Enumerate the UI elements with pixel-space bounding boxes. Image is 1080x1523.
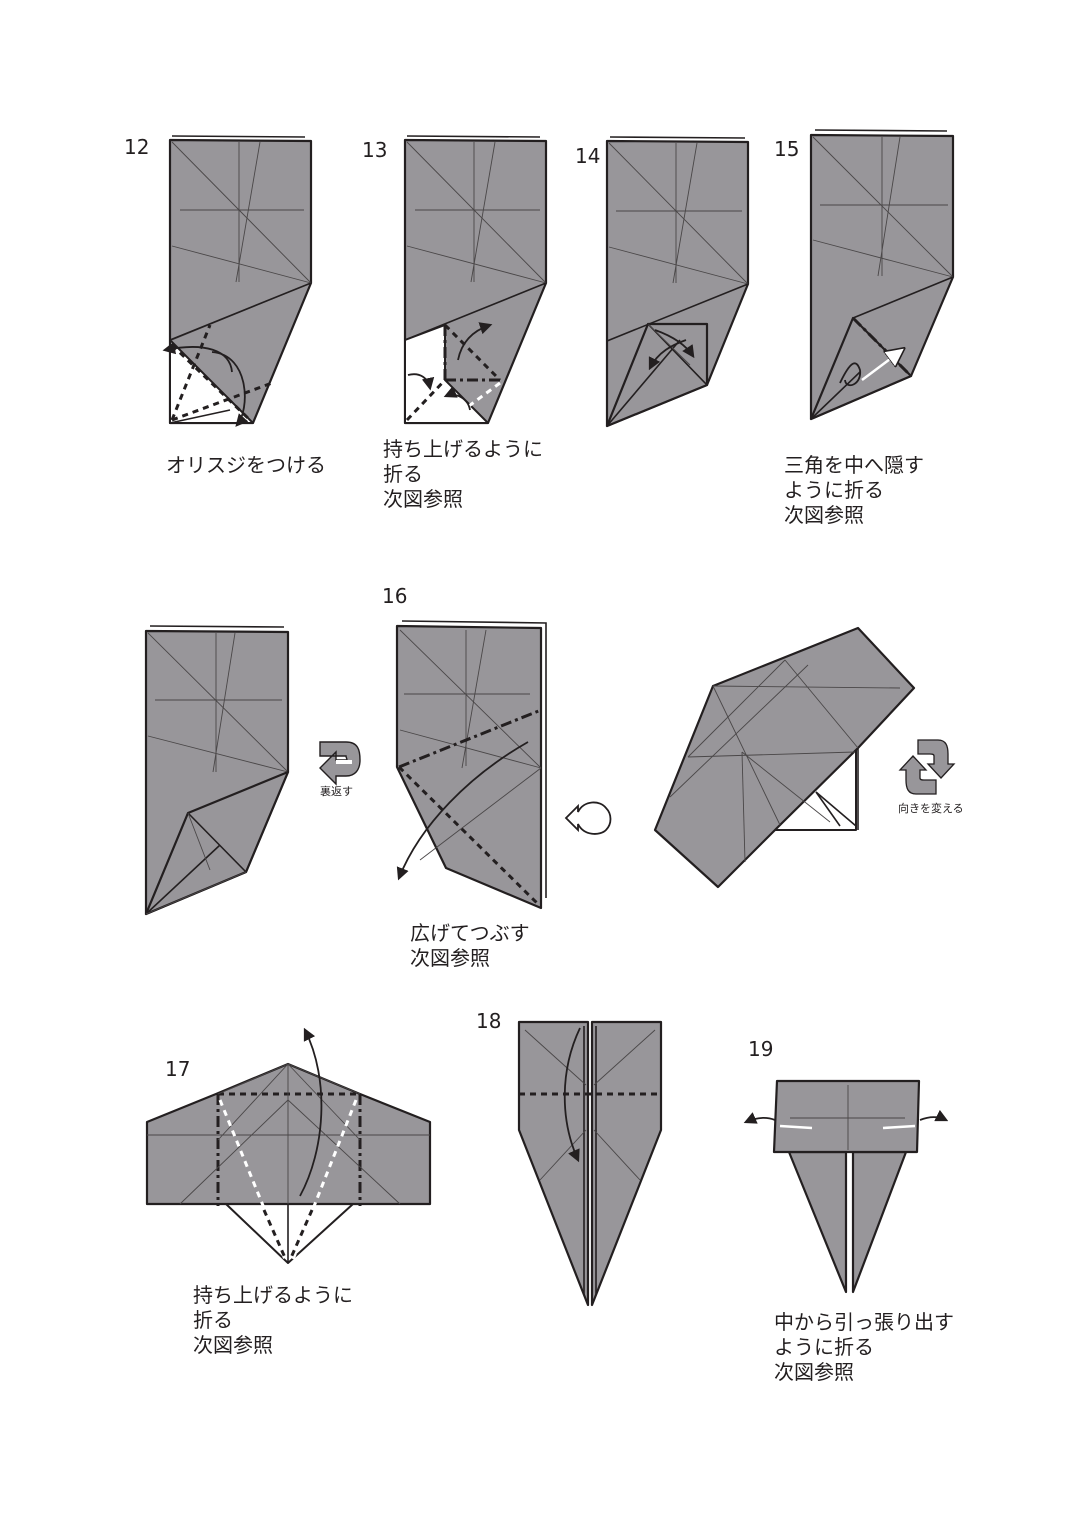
caption-line: 次図参照 bbox=[193, 1333, 273, 1357]
step-19-caption: 中から引っ張り出す ように折る 次図参照 bbox=[774, 1310, 954, 1385]
caption-line: 折る bbox=[383, 462, 423, 486]
rotate-label: 向きを変える bbox=[898, 802, 964, 815]
step-18-number: 18 bbox=[476, 1009, 502, 1033]
step-16-number: 16 bbox=[382, 584, 408, 608]
step-13-number: 13 bbox=[362, 138, 388, 162]
step-13-caption: 持ち上げるように 折る 次図参照 bbox=[383, 437, 543, 512]
turn-over-icon bbox=[319, 741, 361, 786]
step-12-caption: オリスジをつける bbox=[166, 453, 326, 478]
step-19-number: 19 bbox=[748, 1037, 774, 1061]
caption-line: ように折る bbox=[784, 478, 884, 502]
caption-line: オリスジをつける bbox=[166, 453, 326, 477]
step-17-caption: 持ち上げるように 折る 次図参照 bbox=[193, 1283, 353, 1358]
caption-line: 次図参照 bbox=[410, 946, 490, 970]
step-17-number: 17 bbox=[165, 1057, 191, 1081]
step-14-figure bbox=[605, 136, 750, 428]
caption-line: 中から引っ張り出す bbox=[774, 1310, 954, 1334]
caption-line: 折る bbox=[193, 1308, 233, 1332]
step-12-figure bbox=[162, 135, 313, 427]
step-14-number: 14 bbox=[575, 144, 601, 168]
caption-line: 広げてつぶす bbox=[410, 921, 530, 945]
step-19-figure bbox=[743, 1079, 949, 1294]
caption-line: 次図参照 bbox=[784, 503, 864, 527]
step-15-caption: 三角を中へ隠す ように折る 次図参照 bbox=[784, 453, 924, 528]
caption-line: 持ち上げるように bbox=[193, 1283, 353, 1307]
step-16-caption: 広げてつぶす 次図参照 bbox=[410, 921, 530, 971]
step-12-number: 12 bbox=[124, 135, 150, 159]
caption-line: 持ち上げるように bbox=[383, 437, 543, 461]
caption-line: ように折る bbox=[774, 1335, 874, 1359]
step-13-figure bbox=[403, 135, 548, 425]
caption-line: 次図参照 bbox=[383, 487, 463, 511]
caption-line: 次図参照 bbox=[774, 1360, 854, 1384]
step-16-result-figure bbox=[653, 626, 916, 889]
step-15-result-figure bbox=[144, 625, 290, 916]
turn-over-label: 裏返す bbox=[320, 785, 353, 798]
step-18-figure bbox=[517, 1020, 663, 1307]
step-17-figure bbox=[145, 1027, 432, 1264]
caption-line: 三角を中へ隠す bbox=[784, 453, 924, 477]
step-15-number: 15 bbox=[774, 137, 800, 161]
step-16-figure bbox=[395, 620, 547, 910]
rotate-icon bbox=[898, 739, 956, 795]
step-15-figure bbox=[809, 129, 955, 421]
zoom-symbol-icon bbox=[564, 801, 612, 835]
